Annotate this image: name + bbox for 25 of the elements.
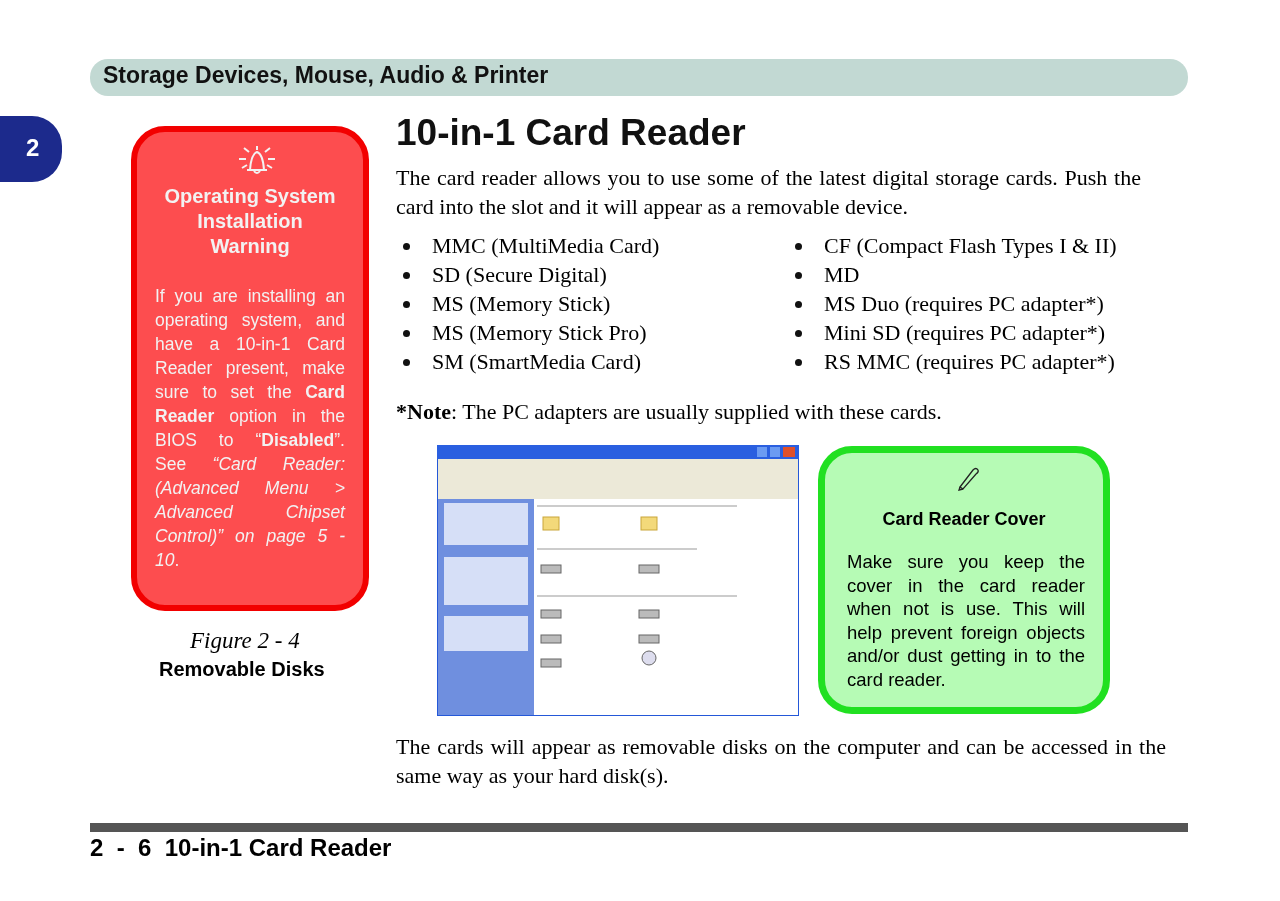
chapter-number: 2 [26, 134, 40, 162]
warning-box [131, 126, 369, 611]
bullet-item: SM (SmartMedia Card) [400, 347, 641, 376]
bullet-item: MS (Memory Stick) [400, 289, 611, 318]
figure-number: Figure 2 - 4 [190, 628, 300, 654]
bullet-item: SD (Secure Digital) [400, 260, 607, 289]
note-text: Make sure you keep the cover in the card reader when not is use. This will help prevent foreign objects and/or dust getting in to the card reader. [847, 550, 1085, 692]
bullet-item: CF (Compact Flash Types I & II) [792, 231, 1117, 260]
note-box [818, 446, 1110, 714]
bullet-item: MMC (MultiMedia Card) [400, 231, 660, 260]
paragraph: The card reader allows you to use some of the latest digital storage cards. Push the card into the slot and it will appear as a removable device. [396, 164, 1141, 221]
note-heading: Card Reader Cover [881, 509, 1047, 530]
figure-caption: Removable Disks [159, 658, 325, 681]
page-footer: 2 - 6 10-in-1 Card Reader [90, 834, 392, 862]
note-text: *Note: The PC adapters are usually supplied with these cards. [396, 398, 942, 426]
warning-text: If you are installing an operating system, and have a 10-in-1 Card Reader present, make sure to set the Card Reader option in the BIOS to “Disabled”. See “Card Reader: (Advanced Menu > Advanced Chipset Control)” on page 5 - 10. [155, 285, 345, 572]
bullet-item: MD [792, 260, 860, 289]
bullet-item: MS Duo (requires PC adapter*) [792, 289, 1104, 318]
paragraph: The cards will appear as removable disks on the computer and can be accessed in the same way as your hard disk(s). [396, 733, 1166, 790]
page-title: 10-in-1 Card Reader [396, 112, 746, 154]
bullet-item: RS MMC (requires PC adapter*) [792, 347, 1115, 376]
bullet-item: Mini SD (requires PC adapter*) [792, 318, 1106, 347]
section-heading: Storage Devices, Mouse, Audio & Printer [103, 61, 549, 90]
warning-heading: Operating System Installation Warning [163, 184, 337, 259]
bullet-item: MS (Memory Stick Pro) [400, 318, 647, 347]
